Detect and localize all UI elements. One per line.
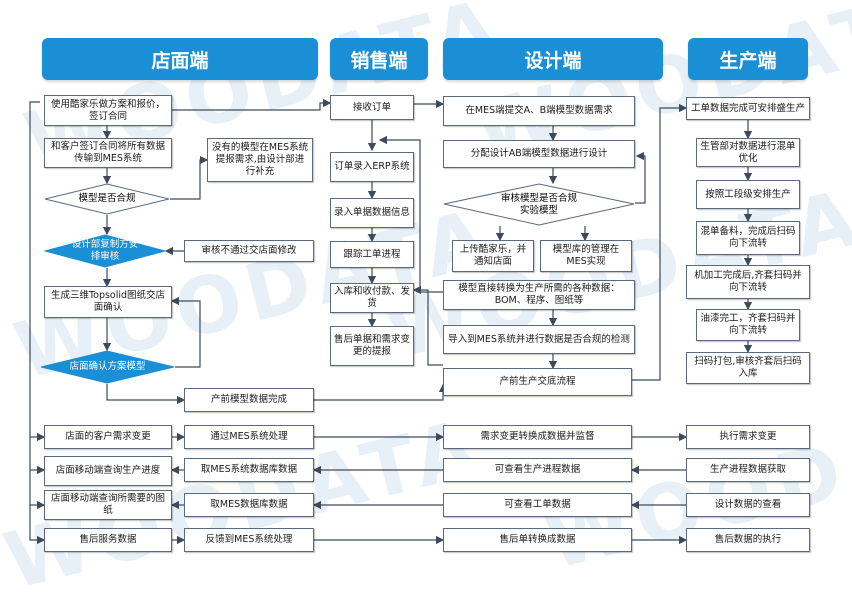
box-prod-after-exec: 售后数据的执行 — [686, 528, 810, 552]
diamond-check-model-label: 模型是否合规 — [78, 193, 136, 204]
box-store-quote: 使用酷家乐做方案和报价，签订合同 — [44, 95, 172, 126]
box-design-after-convert: 售后单转换成数据 — [443, 528, 632, 552]
box-design-handover: 产前生产交底流程 — [443, 368, 632, 396]
box-sales-after-req: 售后单据和需求变更的提报 — [330, 326, 414, 366]
box-prod-packing: 扫码打包,审核齐套后扫码入库 — [686, 352, 810, 384]
diamond-design-review: 审核模型是否合规实验模型 — [443, 183, 635, 226]
box-design-convert: 模型直接转换为生产所需的各种数据：BOM、程序、图纸等 — [443, 280, 635, 310]
box-design-assign: 分配设计AB端模型数据进行设计 — [443, 140, 635, 168]
box-sales-track: 跟踪工单进程 — [330, 241, 414, 268]
box-prod-optimize: 生管部对数据进行混单优化 — [696, 138, 800, 167]
box-prod-machining: 机加工完成后,齐套扫码并向下流转 — [686, 265, 810, 299]
box-prod-complete: 工单数据完成可安排盛生产 — [686, 97, 810, 120]
diamond-copy-review: 设计部复制方安排审核 — [44, 234, 166, 268]
box-sales-entry: 录入单据数据信息 — [330, 198, 414, 228]
box-sales-get-mes-db: 取MES系统数据库数据 — [184, 458, 314, 482]
box-sales-feedback: 反馈到MES系统处理 — [184, 528, 314, 552]
box-prod-get-progress: 生产进程数据获取 — [686, 458, 810, 482]
box-design-view-progress: 可查看生产进程数据 — [443, 458, 632, 482]
diamond-confirm-model: 店面确认方案模型 — [40, 350, 175, 384]
diamond-design-review-label: 审核模型是否合规实验模型 — [500, 192, 577, 216]
box-store-mobile-drawing: 店面移动端查询所需要的图纸 — [44, 490, 172, 520]
box-store-reject: 审核不通过交店面修改 — [184, 240, 314, 262]
box-design-library: 模型库的管理在MES实现 — [540, 240, 632, 272]
header-store: 店面端 — [42, 38, 318, 80]
header-production: 生产端 — [688, 38, 808, 80]
box-prod-exec-change: 执行需求变更 — [686, 425, 810, 449]
box-store-gen-drawing: 生成三维Topsolid图纸交店面确认 — [44, 286, 172, 318]
box-sales-delivery: 入库和收付款、发货 — [330, 283, 414, 313]
box-sales-receive: 接收订单 — [330, 95, 414, 120]
diamond-copy-review-label: 设计部复制方安排审核 — [71, 239, 139, 262]
box-store-transfer: 和客户签订合同将所有数据传输到MES系统 — [44, 138, 172, 168]
box-store-mobile-progress: 店面移动端查询生产进度 — [44, 456, 172, 486]
box-sales-erp: 订单录入ERP系统 — [330, 152, 414, 182]
box-design-view-work: 可查看工单数据 — [443, 493, 632, 517]
header-design: 设计端 — [443, 38, 663, 80]
box-design-submit: 在MES端提交A、B端模型数据需求 — [443, 96, 635, 126]
box-sales-get-mes: 取MES数据库数据 — [184, 493, 314, 517]
box-store-change: 店面的客户需求变更 — [44, 425, 172, 449]
box-sales-mes-handle: 通过MES系统处理 — [184, 425, 314, 449]
box-design-import: 导入到MES系统并进行数据是否合规的检测 — [443, 325, 635, 354]
box-store-pre-done: 产前模型数据完成 — [184, 388, 314, 412]
box-prod-view-design: 设计数据的查看 — [686, 493, 810, 517]
header-sales: 销售端 — [330, 38, 428, 80]
diamond-check-model: 模型是否合规 — [44, 183, 170, 215]
diamond-confirm-model-label: 店面确认方案模型 — [69, 361, 146, 372]
box-prod-schedule: 按照工段级安排生产 — [696, 180, 800, 209]
box-design-upload: 上传酷家乐，并通知店面 — [452, 240, 534, 272]
box-prod-cutting: 混单备料，完成后扫码向下流转 — [696, 221, 800, 255]
box-store-no-model: 没有的模型在MES系统提报需求,由设计部进行补充 — [207, 138, 313, 182]
box-design-demand-convert: 需求变更转换成数据并监督 — [443, 425, 632, 449]
box-prod-painting: 油漆完工，齐套扫码并向下流转 — [696, 309, 800, 341]
box-store-after-sales: 售后服务数据 — [44, 528, 172, 552]
connector-lines — [29, 98, 753, 545]
